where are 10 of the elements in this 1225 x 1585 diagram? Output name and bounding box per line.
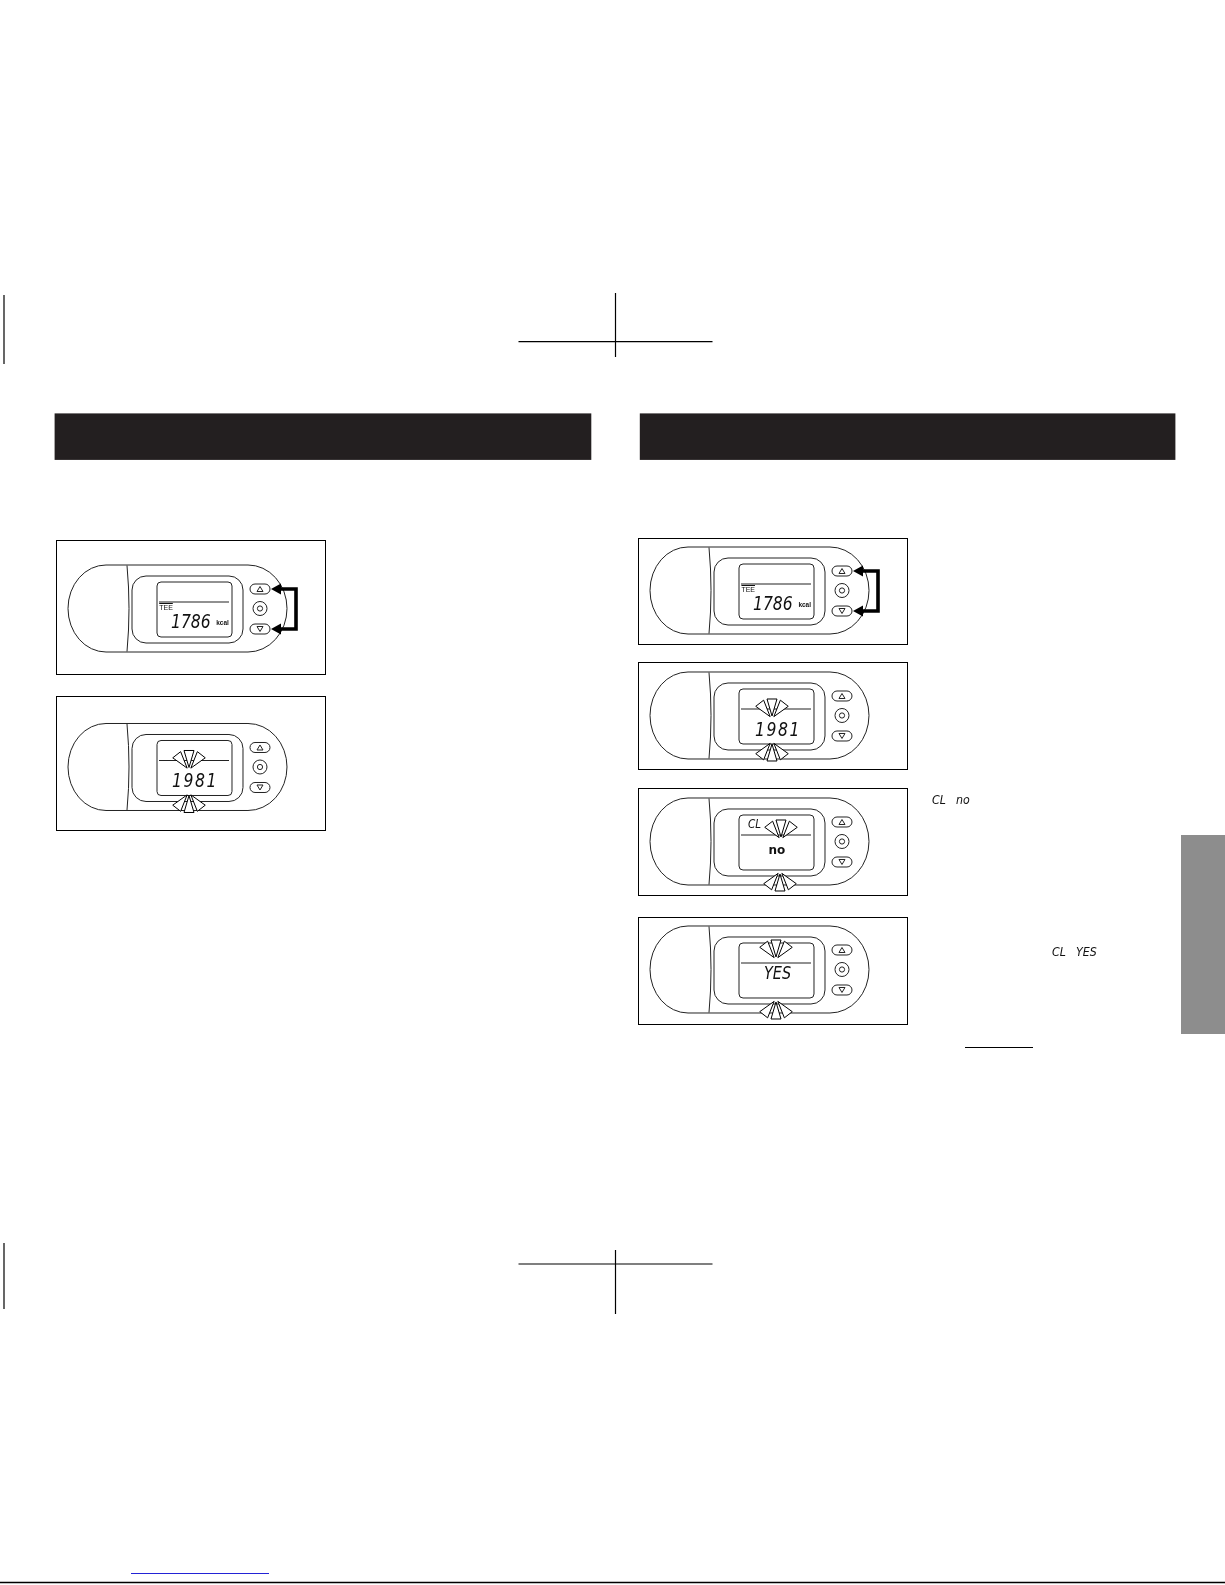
lcd-reading: YES [764,965,792,983]
display-code-text: CL YES [1052,945,1097,958]
lcd-code: CL [748,816,762,830]
lcd-reading: 1981 [755,718,802,739]
display-code-text: CL no [932,793,970,806]
side-tab [1180,834,1225,1034]
lcd-reading: 1786 [753,593,794,614]
lcd-reading: 1981 [172,770,219,791]
lcd-reading: 1786 [171,611,211,632]
lcd-reading: no [768,843,786,856]
